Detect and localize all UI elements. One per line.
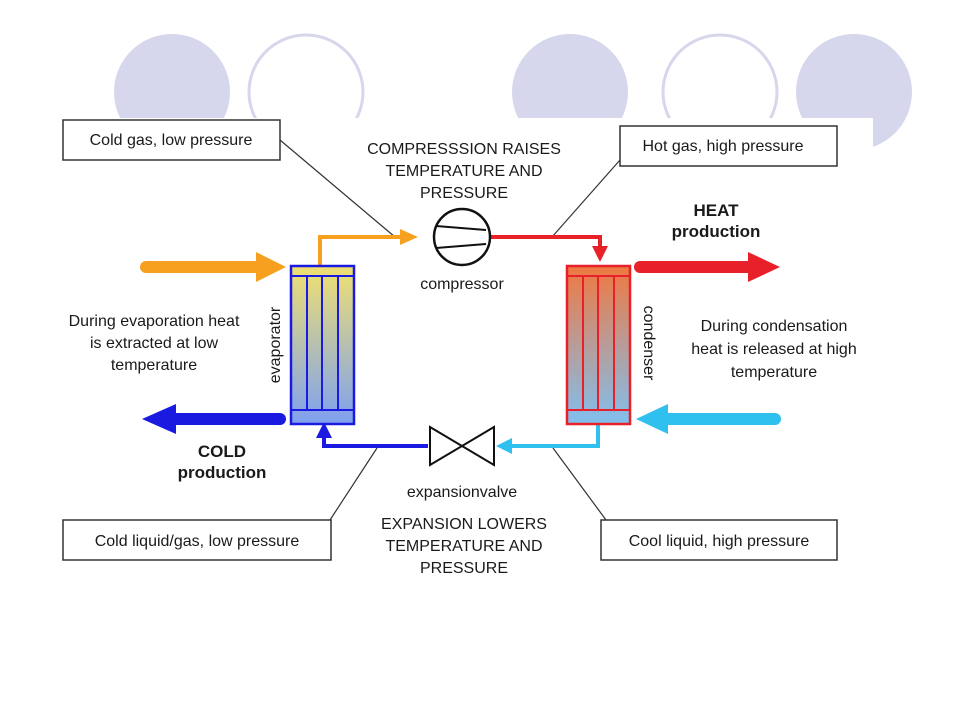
evaporation-explanation: During evaporation heat is extracted at … xyxy=(69,313,240,374)
cold-label-line-1: COLD xyxy=(198,442,246,461)
callout-hot-gas: Hot gas, high pressure xyxy=(619,125,838,167)
compressor-symbol xyxy=(432,207,492,267)
expansion-line-1: EXPANSION LOWERS xyxy=(381,516,547,533)
cond-text-line-1: During condensation xyxy=(701,318,848,335)
callout-hot-gas-text: Hot gas, high pressure xyxy=(643,138,804,155)
evap-text-line-1: During evaporation heat xyxy=(69,313,240,330)
evaporator-exchanger xyxy=(289,264,356,426)
pipes xyxy=(316,229,608,454)
pipe-cold-gas xyxy=(318,235,400,265)
decor-mask xyxy=(48,118,873,598)
decorative-circles xyxy=(48,33,912,598)
pipe-cool-liquid-arrowhead xyxy=(496,438,512,454)
expansion-valve-symbol xyxy=(429,425,495,467)
callout-cold-liquid-gas-text: Cold liquid/gas, low pressure xyxy=(95,533,300,550)
expansion-line-2: TEMPERATURE AND xyxy=(385,538,542,555)
compression-caption: COMPRESSSION RAISES TEMPERATURE AND PRES… xyxy=(367,141,561,202)
callout-cool-liquid: Cool liquid, high pressure xyxy=(600,519,838,561)
callout-cold-gas-text: Cold gas, low pressure xyxy=(90,132,253,149)
evap-text-line-3: temperature xyxy=(111,357,197,374)
expansionvalve-label: expansionvalve xyxy=(407,484,517,501)
heat-production-label: HEAT production xyxy=(672,201,761,241)
pipe-cool-liquid xyxy=(512,424,600,448)
cold-production-label: COLD production xyxy=(178,442,267,482)
condenser-label: condenser xyxy=(640,306,657,381)
expansion-line-3: PRESSURE xyxy=(420,560,508,577)
flow-arrows xyxy=(140,252,781,434)
compressor-label: compressor xyxy=(420,276,504,293)
leader-lines xyxy=(279,139,621,521)
evap-text-line-2: is extracted at low xyxy=(90,335,219,352)
cond-text-line-2: heat is released at high xyxy=(691,341,856,358)
condensation-explanation: During condensation heat is released at … xyxy=(691,318,856,381)
pipe-cold-liquid-arrowhead xyxy=(316,422,332,438)
pipe-cold-liquid xyxy=(322,437,428,448)
compression-line-2: TEMPERATURE AND xyxy=(385,163,542,180)
cold-label-line-2: production xyxy=(178,463,267,482)
condenser-exchanger xyxy=(565,264,632,426)
heat-label-line-1: HEAT xyxy=(693,201,739,220)
pipe-hot-gas xyxy=(490,235,602,248)
callout-cold-liquid-gas: Cold liquid/gas, low pressure xyxy=(62,519,332,561)
cond-text-line-3: temperature xyxy=(731,364,817,381)
compression-line-1: COMPRESSSION RAISES xyxy=(367,141,561,158)
callout-cold-gas: Cold gas, low pressure xyxy=(62,119,281,161)
callout-cool-liquid-text: Cool liquid, high pressure xyxy=(629,533,810,550)
evaporator-label: evaporator xyxy=(267,306,284,383)
compression-line-3: PRESSURE xyxy=(420,185,508,202)
heat-label-line-2: production xyxy=(672,222,761,241)
pipe-cold-gas-arrowhead xyxy=(400,229,418,245)
expansion-caption: EXPANSION LOWERS TEMPERATURE AND PRESSUR… xyxy=(381,516,547,577)
pipe-hot-gas-arrowhead xyxy=(592,246,608,262)
